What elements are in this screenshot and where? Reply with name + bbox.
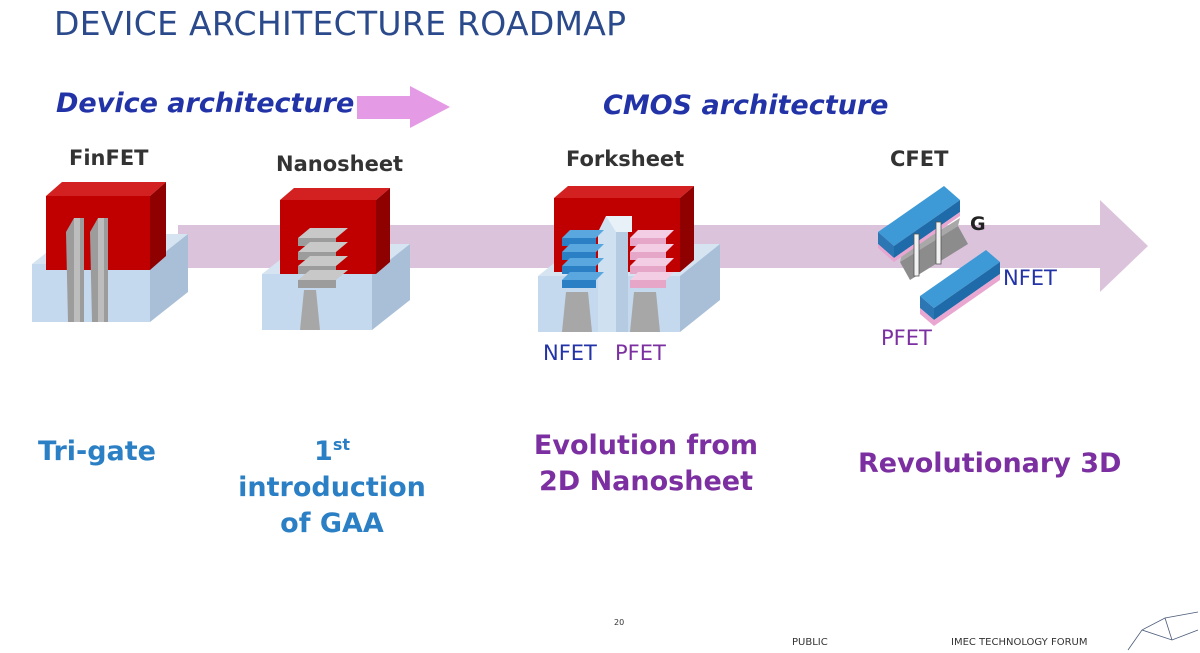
caption-forksheet-line-2: 2D Nanosheet <box>538 466 753 497</box>
caption-nanosheet-line-1: 1st introduction <box>222 427 442 506</box>
footer-classification: PUBLIC <box>792 637 828 648</box>
cfet-gate-label: G <box>970 213 986 235</box>
cmos-architecture-label: CMOS architecture <box>603 90 889 121</box>
page-number: 20 <box>614 618 625 627</box>
transition-arrow <box>357 86 450 128</box>
corner-logo-mark <box>1127 611 1199 651</box>
nanosheet-device <box>262 188 410 330</box>
device-architecture-label: Device architecture <box>56 88 355 119</box>
device-name-cfet: CFET <box>890 147 949 171</box>
device-name-nanosheet: Nanosheet <box>276 152 404 176</box>
device-name-finfet: FinFET <box>69 146 149 170</box>
caption-nanosheet-rest: introduction <box>238 472 426 503</box>
forksheet-device <box>538 186 720 332</box>
finfet-device <box>32 182 188 322</box>
forksheet-nfet-label: NFET <box>543 341 597 365</box>
caption-forksheet: Evolution from 2D Nanosheet <box>532 428 760 500</box>
caption-finfet: Tri-gate <box>38 434 156 470</box>
device-name-forksheet: Forksheet <box>566 147 685 171</box>
caption-cfet-line-1: Revolutionary 3D <box>858 448 1122 479</box>
caption-finfet-line-1: Tri-gate <box>38 436 156 467</box>
forksheet-pfet-label: PFET <box>615 341 666 365</box>
caption-forksheet-line-1: Evolution from <box>533 430 759 461</box>
caption-nanosheet: 1st introduction of GAA <box>222 427 442 542</box>
caption-nanosheet-superscript: st <box>332 435 350 454</box>
caption-nanosheet-prefix: 1 <box>314 436 333 467</box>
cfet-device <box>878 186 1000 326</box>
cfet-pfet-label: PFET <box>881 326 932 350</box>
slide-title: DEVICE ARCHITECTURE ROADMAP <box>54 4 627 43</box>
caption-cfet: Revolutionary 3D <box>858 446 1121 482</box>
cfet-nfet-label: NFET <box>1003 266 1057 290</box>
caption-nanosheet-line-2: of GAA <box>280 508 384 539</box>
footer-event: IMEC TECHNOLOGY FORUM <box>951 637 1088 648</box>
